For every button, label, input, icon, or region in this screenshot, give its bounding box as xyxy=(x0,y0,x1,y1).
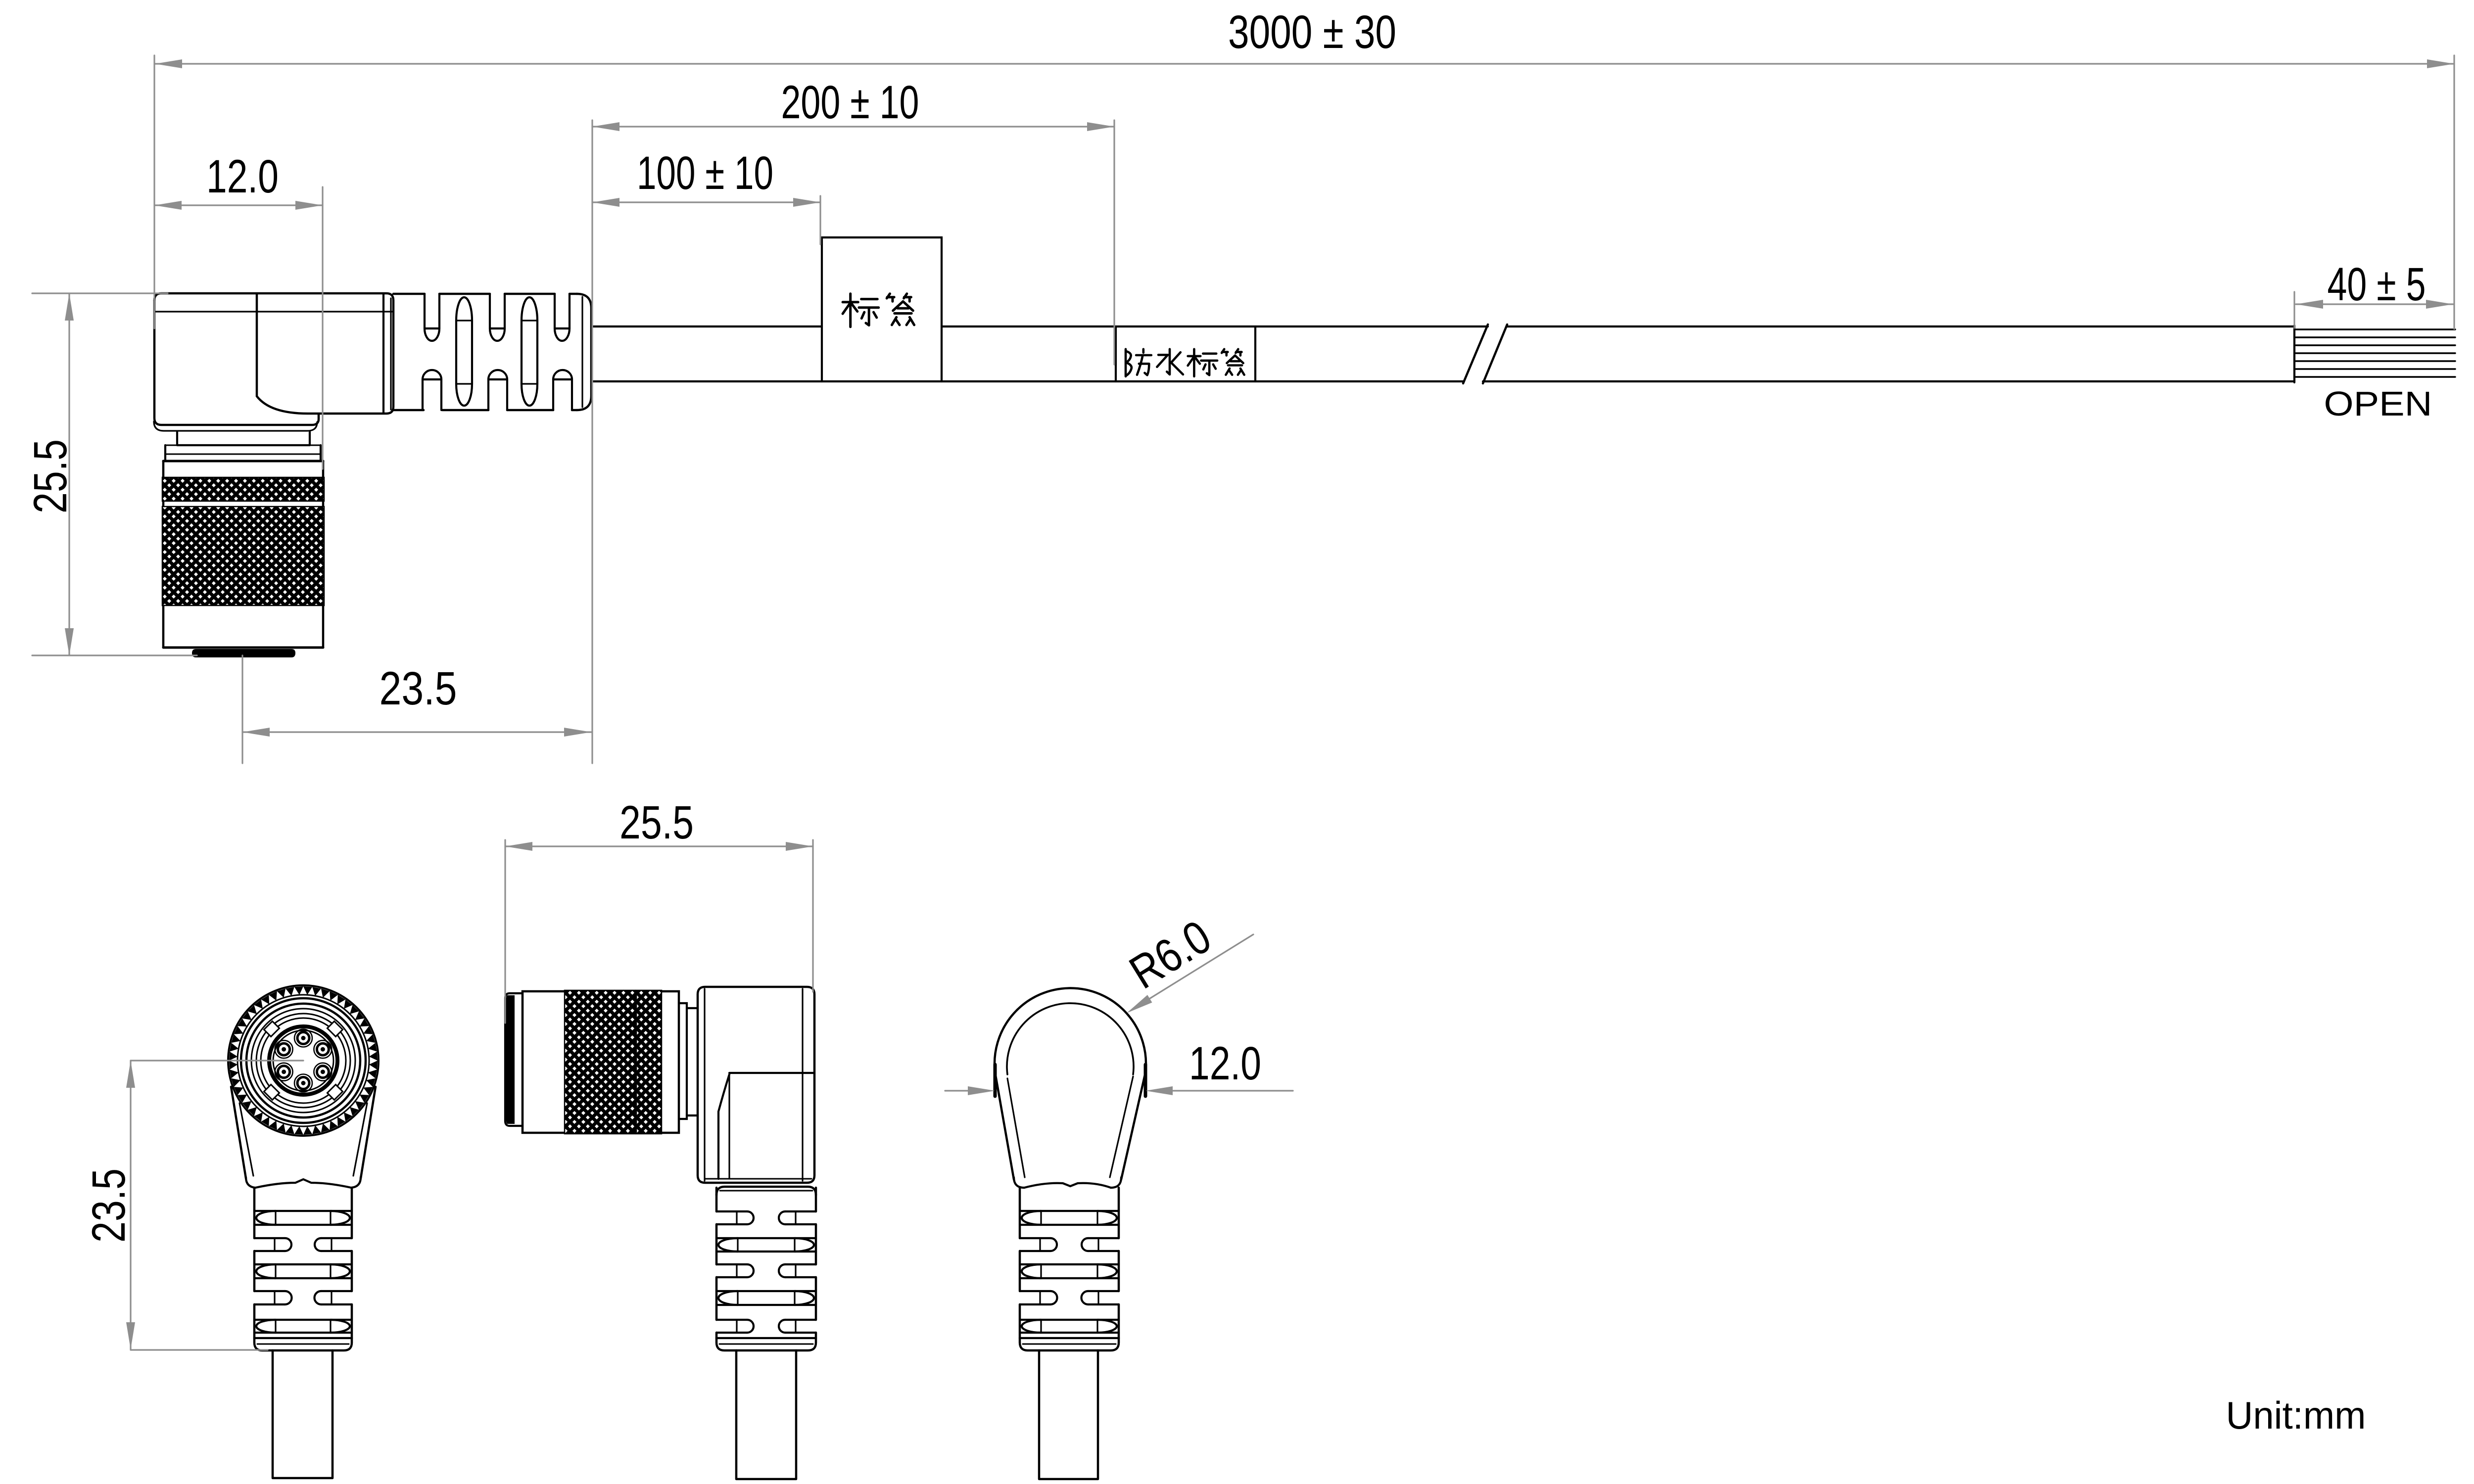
front-view xyxy=(227,984,380,1480)
front-cable xyxy=(271,1349,334,1480)
dim-label-offset-200-graphics xyxy=(591,119,1115,764)
dim-side-width-graphics xyxy=(504,839,814,1024)
dim-bend-radius-graphics xyxy=(1127,933,1254,1013)
dimensions-layer xyxy=(31,54,2455,1351)
front-key-notches xyxy=(263,1020,344,1101)
dim-front-depth-text: 23.5 xyxy=(83,1168,135,1243)
dim-label-offset-100-graphics xyxy=(591,195,821,245)
dim-overall-length-graphics xyxy=(153,54,2455,330)
back-strain-relief xyxy=(1018,1186,1120,1352)
front-strain-relief xyxy=(253,1186,353,1352)
knurl-bands-top xyxy=(161,476,325,606)
dim-housing-width-graphics xyxy=(153,186,324,470)
cable-jacket xyxy=(590,325,2296,383)
front-face-rings xyxy=(239,997,367,1124)
dim-back-width-graphics xyxy=(944,1086,1294,1095)
side-cable xyxy=(735,1349,798,1481)
dim-strip-length-graphics xyxy=(2293,291,2454,329)
dim-housing-height-text: 25.5 xyxy=(24,439,77,513)
side-strain-relief xyxy=(715,1185,817,1352)
assembly-view xyxy=(153,236,2456,657)
dim-housing-height-graphics xyxy=(31,292,198,656)
open-end-label-text: OPEN xyxy=(2324,384,2432,423)
side-housing-body xyxy=(696,985,816,1184)
text-layer: 3000 ± 30 200 ± 10 100 ± 10 12.0 25.5 23… xyxy=(24,6,2432,1437)
dim-overall-length-text: 3000 ± 30 xyxy=(1228,6,1396,58)
unit-note-text: Unit:mm xyxy=(2226,1393,2366,1437)
back-bend-dome xyxy=(993,987,1147,1189)
dim-back-width-text: 12.0 xyxy=(1189,1037,1261,1090)
dim-strip-length-text: 40 ± 5 xyxy=(2328,258,2426,311)
strain-relief-top xyxy=(392,292,593,412)
knurl-bands-side xyxy=(564,989,663,1135)
housing-body xyxy=(153,292,395,432)
back-cable xyxy=(1038,1349,1099,1481)
dim-housing-depth-text: 23.5 xyxy=(380,662,457,715)
dim-label-offset-200-text: 200 ± 10 xyxy=(781,76,919,129)
side-view xyxy=(504,985,817,1481)
dim-housing-depth-graphics xyxy=(241,654,592,764)
wire-leads xyxy=(2293,324,2456,384)
dim-front-depth-graphics xyxy=(126,1060,304,1351)
waterproof-label-box xyxy=(1114,325,1257,383)
waterproof-label-glyphs xyxy=(1124,348,1245,378)
front-serrated-ring xyxy=(227,984,380,1137)
dim-housing-width-text: 12.0 xyxy=(206,150,279,203)
cable-break-symbol xyxy=(1462,323,1509,385)
cjk-labels-layer xyxy=(841,292,1245,378)
front-pin-contacts xyxy=(274,1028,333,1093)
back-view xyxy=(993,987,1147,1481)
connector-face-plate xyxy=(192,649,295,657)
cable-label-box xyxy=(820,236,943,383)
dim-label-offset-100-text: 100 ± 10 xyxy=(637,147,773,199)
dim-side-width-text: 25.5 xyxy=(619,796,694,849)
cable-label-glyphs xyxy=(841,292,916,328)
